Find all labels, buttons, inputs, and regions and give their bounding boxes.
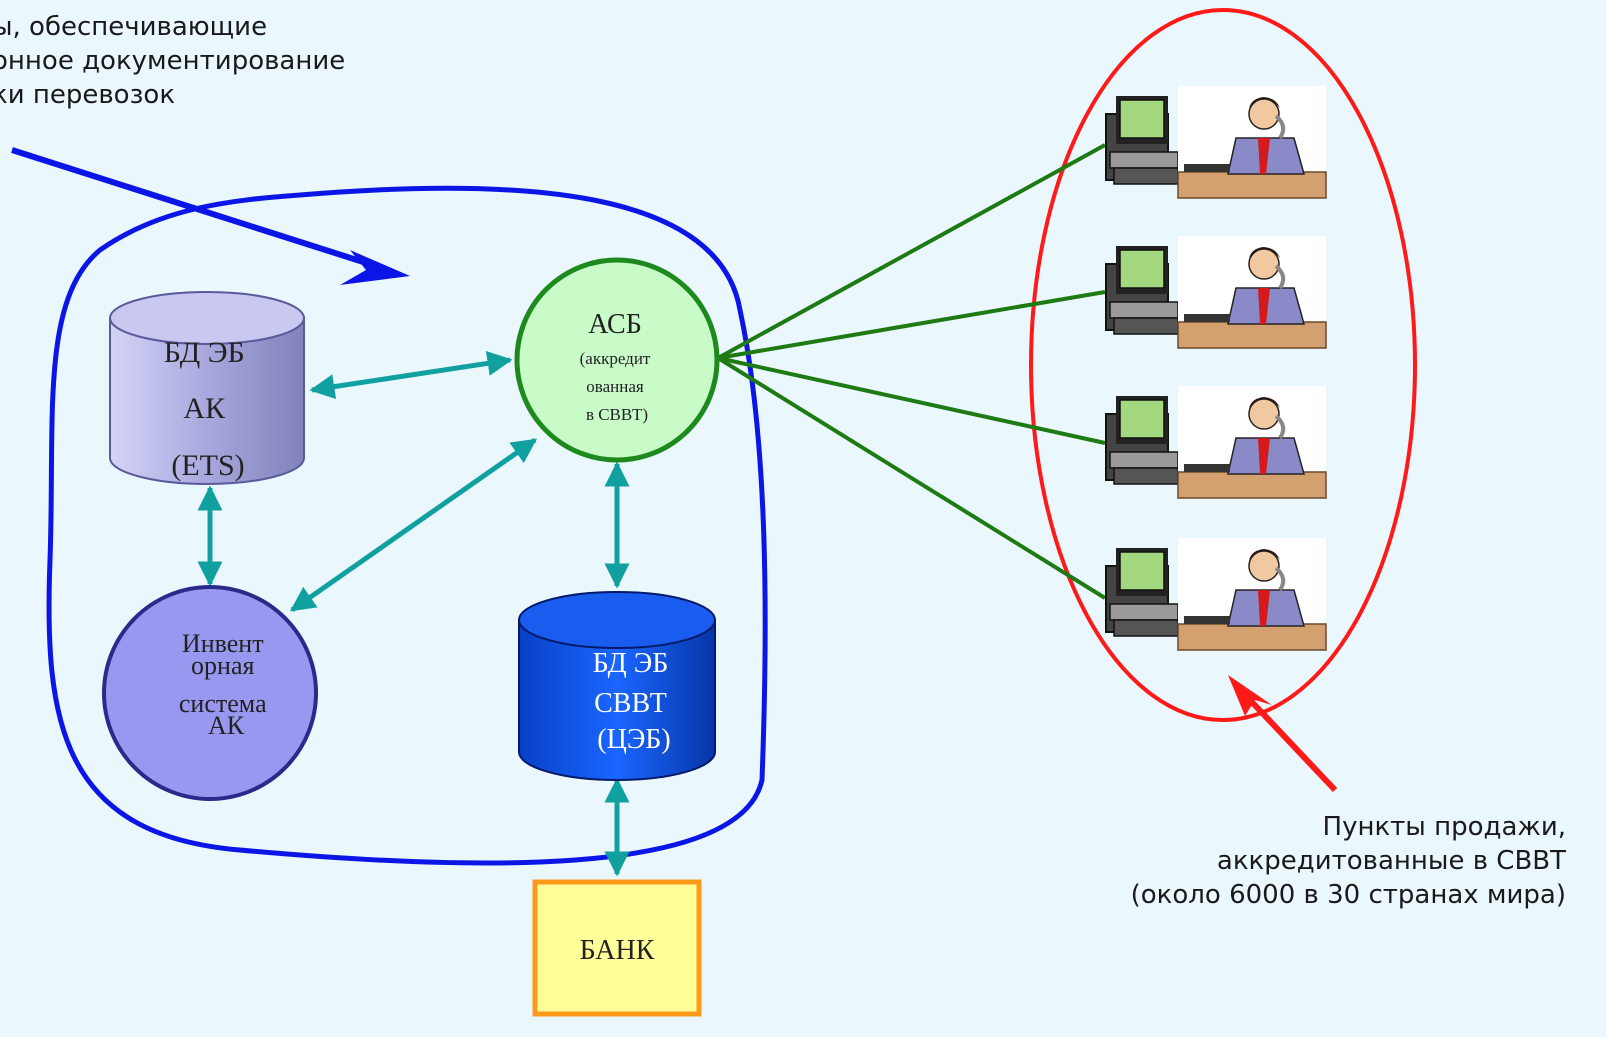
operator-on-phone-icon <box>1177 538 1327 651</box>
data-links <box>197 351 630 877</box>
db-svvt-line-2: СВВТ <box>594 688 667 719</box>
computer-terminal-icon <box>1105 96 1179 185</box>
computer-terminal-icon <box>1105 396 1179 485</box>
db-svvt-line-1: БД ЭБ <box>593 648 669 679</box>
bank-node: БАНК <box>532 879 702 1017</box>
top-caption: ы, обеспечивающие онное документирование… <box>0 10 345 112</box>
asb-sub-2: ованная <box>586 377 644 396</box>
bank-label: БАНК <box>580 935 655 966</box>
svg-text:БД ЭБ АК (ETS): БД ЭБ АК (ETS) <box>164 336 253 482</box>
link-inventory-asb <box>289 437 538 613</box>
outlets-pointer-arrow <box>1228 675 1338 793</box>
outlets-caption-line-2: аккредитованные в СВВТ <box>1216 846 1566 876</box>
svg-text:БД ЭБ СВВТ (ЦЭБ): БД ЭБ СВВТ (ЦЭБ) <box>593 648 676 755</box>
svg-text:Инвент орная систе: Инвент орная система АК <box>179 629 273 740</box>
outlet-links <box>716 143 1107 600</box>
outlets-caption: Пункты продажи, аккредитованные в СВВТ (… <box>1131 810 1566 912</box>
inventory-line-3: система <box>179 689 267 718</box>
db-svvt-cylinder: БД ЭБ СВВТ (ЦЭБ) <box>518 591 716 781</box>
top-caption-line-2: онное документирование <box>0 46 346 76</box>
outlet-station <box>1105 386 1327 499</box>
outlet-stations <box>1105 86 1327 651</box>
db-ets-cylinder: БД ЭБ АК (ETS) <box>109 291 305 485</box>
db-ets-line-2: АК <box>183 392 226 425</box>
outlet-station <box>1105 538 1327 651</box>
svg-text:АСБ (аккредит ован: АСБ (аккредит ованная в СВВТ) <box>580 309 655 424</box>
computer-terminal-icon <box>1105 246 1179 335</box>
operator-on-phone-icon <box>1177 236 1327 349</box>
outlets-caption-line-3: (около 6000 в 30 странах мира) <box>1130 880 1566 910</box>
inventory-line-2: орная <box>191 651 254 680</box>
operator-on-phone-icon <box>1177 86 1327 199</box>
inventory-line-1: Инвент <box>182 629 264 658</box>
top-caption-line-3: ки перевозок <box>0 80 176 110</box>
outlets-caption-line-1: Пункты продажи, <box>1322 812 1566 842</box>
db-ets-line-1: БД ЭБ <box>164 336 245 369</box>
link-ets-asb <box>309 351 513 399</box>
system-boundary <box>46 185 768 866</box>
asb-sub-1: (аккредит <box>580 349 651 368</box>
top-caption-line-1: ы, обеспечивающие <box>0 12 268 42</box>
asb-title: АСБ <box>588 309 642 340</box>
computer-terminal-icon <box>1105 548 1179 637</box>
outlets-group-ellipse <box>1029 8 1417 722</box>
asb-node: АСБ (аккредит ованная в СВВТ) <box>514 257 720 463</box>
asb-sub-3: в СВВТ) <box>586 405 648 424</box>
operator-on-phone-icon <box>1177 386 1327 499</box>
outlet-station <box>1105 236 1327 349</box>
inventory-node: Инвент орная система АК <box>102 585 318 801</box>
caption-pointer-arrow <box>11 147 410 285</box>
inventory-line-4: АК <box>208 711 245 740</box>
db-svvt-line-3: (ЦЭБ) <box>597 724 670 755</box>
outlet-station <box>1105 86 1327 199</box>
db-ets-line-3: (ETS) <box>171 449 244 482</box>
